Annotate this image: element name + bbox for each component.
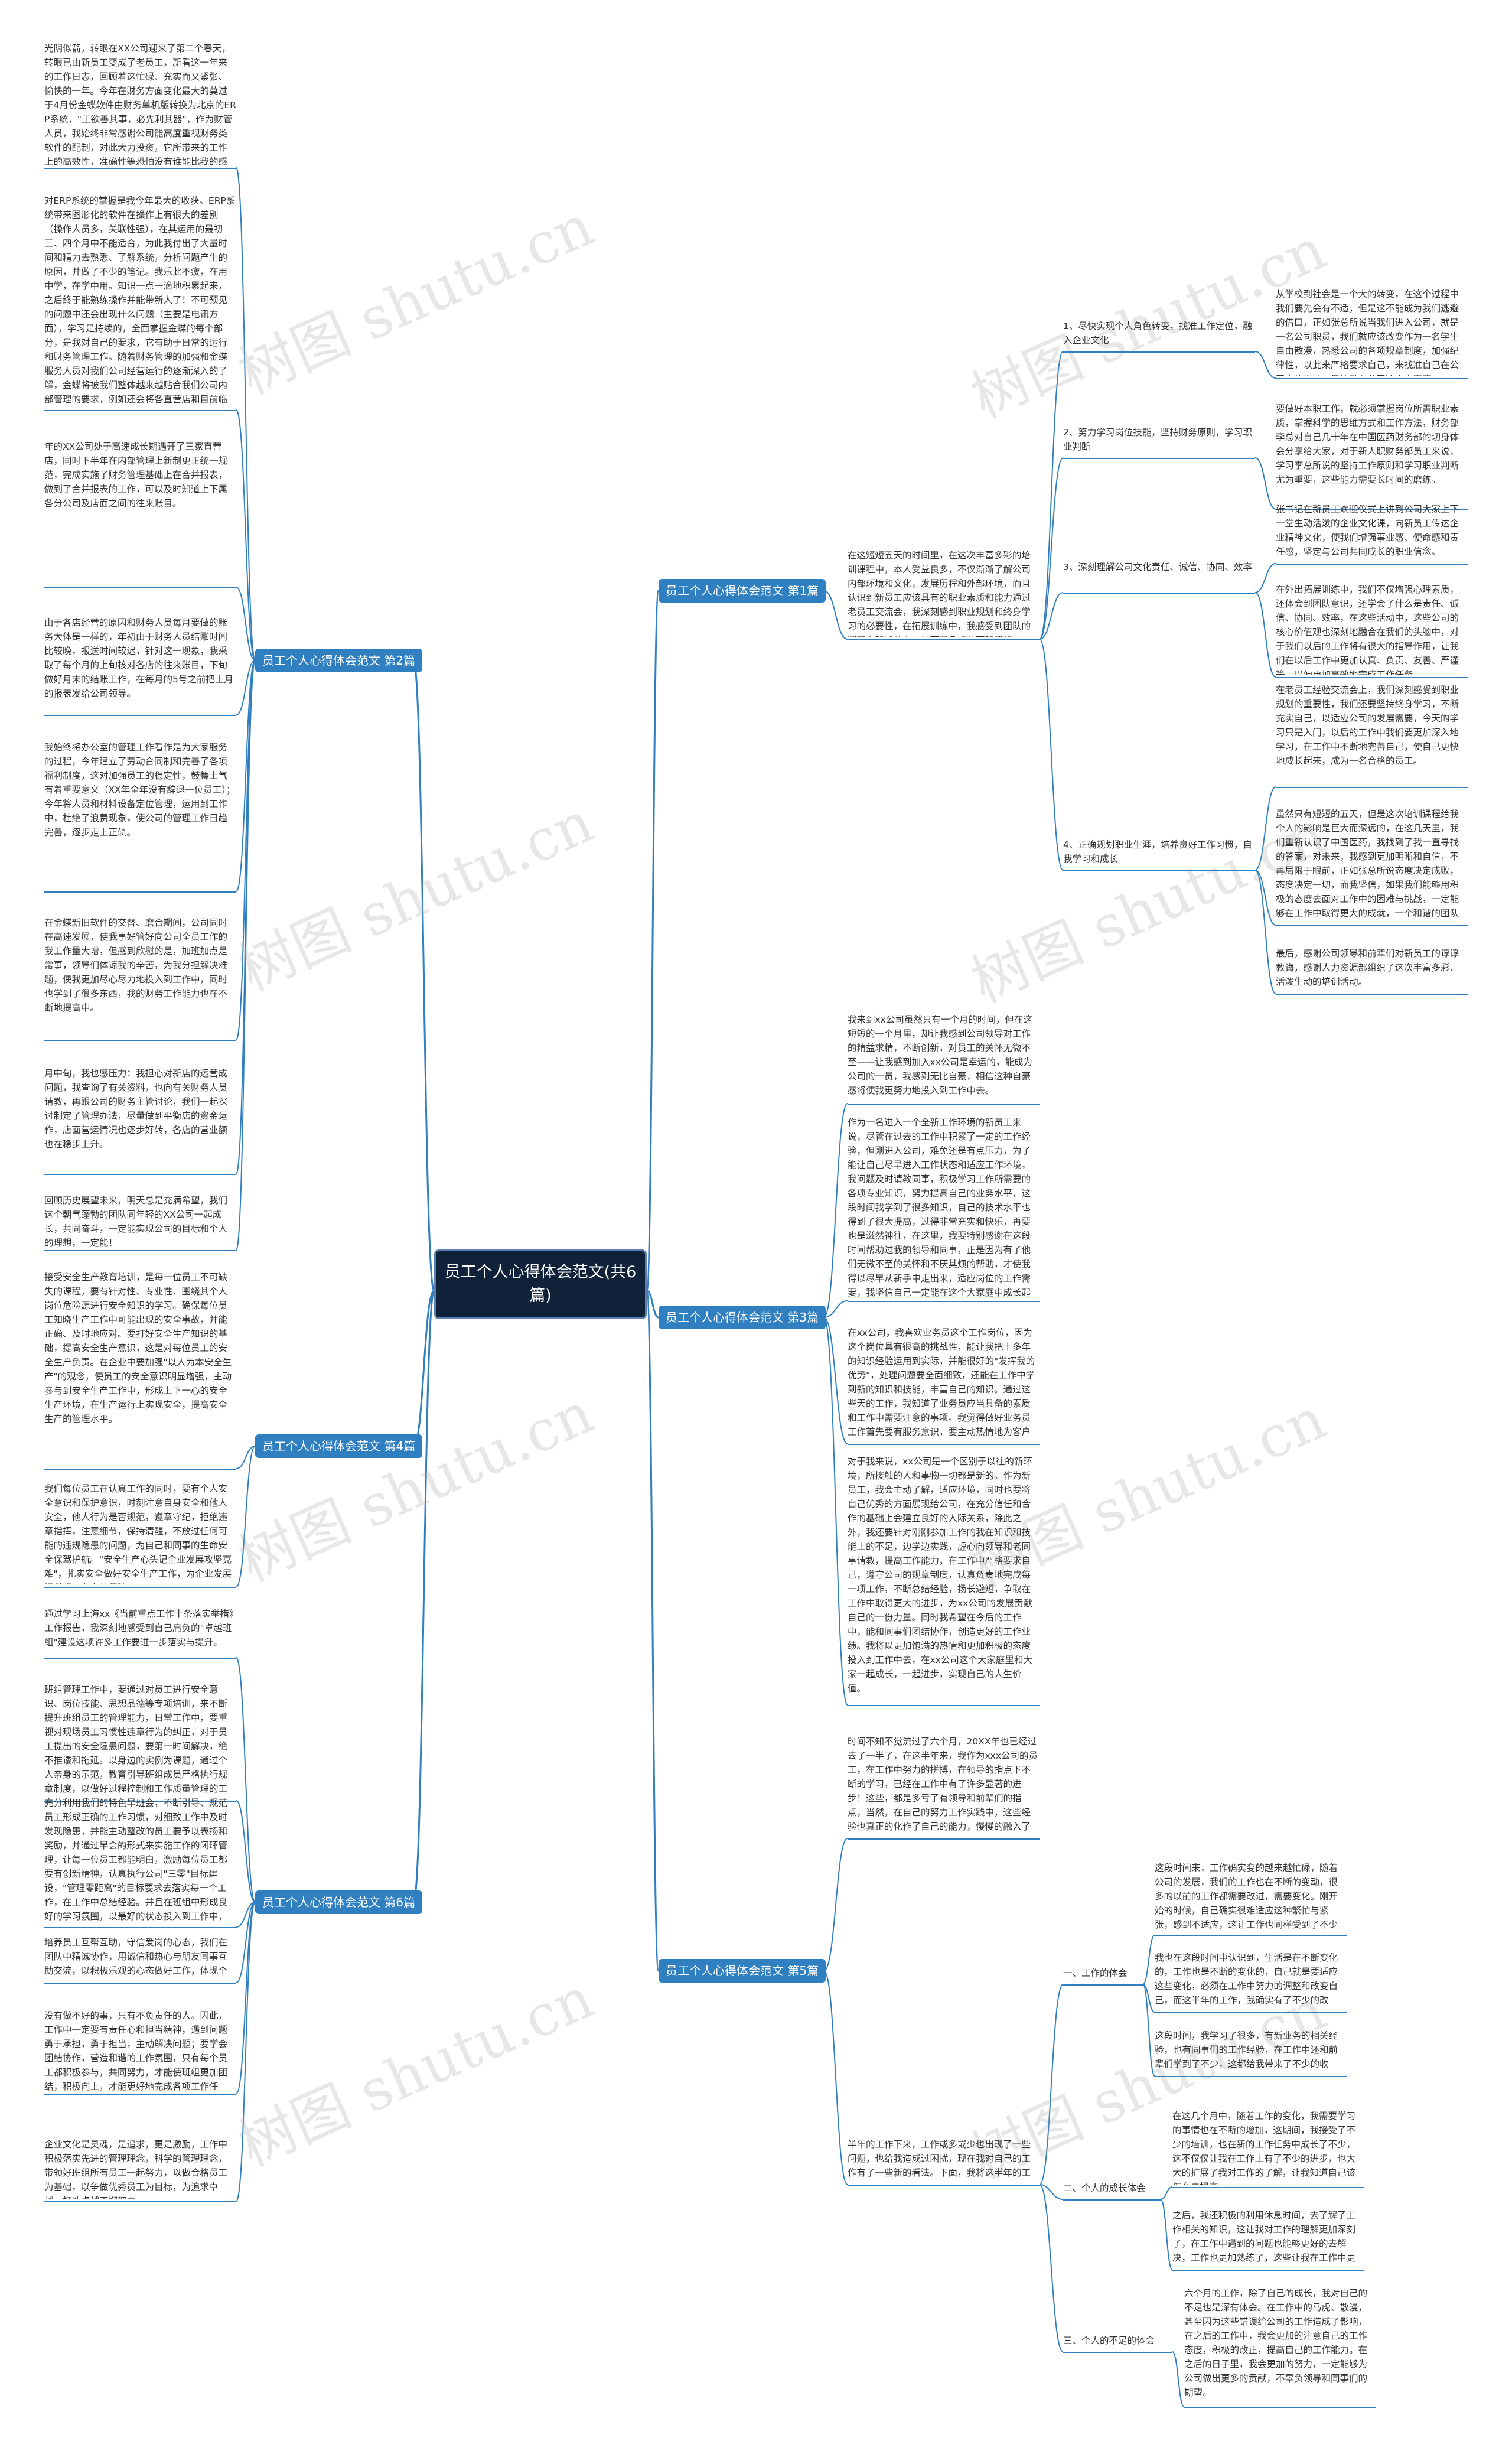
- text-node: 充分利用我们的特色早班会，不断引导、规范员工形成正确的工作习惯，对细致工作中及时…: [44, 1798, 228, 1922]
- root-topic[interactable]: 员工个人心得体会范文(共6篇): [434, 1249, 647, 1319]
- connector-line: [236, 1800, 256, 1903]
- connector-line: [1039, 2184, 1064, 2200]
- text-node: 由于各店经营的原因和财务人员每月要做的账务大体是一样的，年初由于财务人员结账时间…: [44, 617, 233, 699]
- connector-line: [236, 1902, 256, 1928]
- connector-line: [1039, 639, 1064, 871]
- connector-line: [412, 659, 435, 1292]
- connector-line: [1254, 870, 1276, 994]
- connector-line: [236, 167, 256, 661]
- text-node: 在老员工经验交流会上，我们深刻感受到职业规划的重要性，我们还要坚持终身学习，不断…: [1276, 685, 1459, 766]
- connector-line: [236, 1902, 256, 1983]
- connector-line: [1039, 457, 1064, 640]
- connector-line: [412, 1290, 435, 1903]
- text-node: 在这短短五天的时间里，在这次丰富多彩的培训课程中，本人受益良多，不仅渐渐了解公司…: [848, 550, 1031, 637]
- text-node: 月中旬，我也感压力：我担心对新店的运营成问题，我查询了有关资料，也向有关财务人员…: [44, 1068, 228, 1150]
- connector-line: [1142, 1984, 1155, 2013]
- connector-line: [1254, 351, 1276, 379]
- branch-topic-1[interactable]: 员工个人心得体会范文 第1篇: [659, 579, 826, 603]
- connector-line: [1254, 870, 1276, 926]
- text-node: 在xx公司，我喜欢业务员这个工作岗位，因为这个岗位具有很高的挑战性，能让我把十多…: [848, 1327, 1035, 1441]
- connector-line: [236, 587, 256, 661]
- connector-line: [823, 590, 848, 640]
- connector-line: [1039, 351, 1064, 640]
- connector-line: [1160, 2186, 1173, 2200]
- connector-line: [1142, 1984, 1155, 2077]
- connector-line: [1160, 2199, 1173, 2270]
- text-node: 没有做不好的事，只有不负责任的人。因此，工作中一定要有责任心和担当精神，遇到问题…: [44, 2010, 228, 2091]
- text-node: 我来到xx公司虽然只有一个月的时间，但在这短短的一个月里，却让我感到公司领导对工…: [848, 1014, 1032, 1096]
- connector-line: [236, 660, 256, 892]
- connector-line: [646, 1290, 659, 1319]
- text-node: 虽然只有短短的五天，但是这次培训课程给我个人的影响是巨大而深远的，在这几天里，我…: [1276, 809, 1459, 923]
- text-node: 我也在这段时间中认识到，生活是在不断变化的，工作也是不断的变化的，自己就是要适应…: [1155, 1952, 1338, 2010]
- text-node: 作为一名进入一个全新工作环境的新员工来说，尽管在过去的工作中积累了一定的工作经验…: [848, 1117, 1031, 1298]
- connector-line: [823, 1103, 848, 1318]
- branch-topic-2[interactable]: 员工个人心得体会范文 第2篇: [255, 649, 423, 672]
- text-node: 我们每位员工在认真工作的同时，要有个人安全意识和保护意识，时刻注意自身安全和他人…: [44, 1483, 232, 1584]
- text-node: 企业文化是灵魂，是追求，更是激励，工作中积极落实先进的管理理念，科学的管理理念，…: [44, 2139, 228, 2199]
- branch-topic-6[interactable]: 员工个人心得体会范文 第6篇: [255, 1890, 423, 1914]
- branch-topic-4[interactable]: 员工个人心得体会范文 第4篇: [255, 1434, 423, 1458]
- connector-line: [236, 409, 256, 661]
- text-node: 要做好本职工作，就必须掌握岗位所需职业素质，掌握科学的思维方式和工作方法，财务部…: [1276, 403, 1459, 485]
- connector-line: [1254, 563, 1276, 593]
- text-node: 六个月的工作，除了自己的成长，我对自己的不足也是深有体会。在工作中的马虎、散漫，…: [1184, 2288, 1368, 2398]
- text-node: 光阴似箭，转眼在XX公司迎来了第二个春天，转眼已由新员工变成了老员工，新看这一年…: [44, 43, 236, 165]
- connector-line: [1039, 592, 1064, 640]
- point-node[interactable]: 二、个人的成长体会: [1063, 2183, 1146, 2193]
- connector-line: [823, 1317, 848, 1444]
- point-node[interactable]: 4、正确规划职业生涯，培养良好工作习惯，自我学习和成长: [1063, 839, 1252, 864]
- text-node: 在金蝶新旧软件的交替、磨合期间，公司同时在高速发展，使我事好管好向公司全员工作的…: [44, 917, 228, 1013]
- text-node: 时间不知不觉流过了六个月，20XX年也已经过去了一半了，在这半年来，我作为xxx…: [848, 1736, 1038, 1836]
- connector-line: [823, 1317, 848, 1706]
- text-node: 对ERP系统的掌握是我今年最大的收获。ERP系统带来图形化的软件在操作上有很大的…: [44, 196, 236, 405]
- text-node: 接受安全生产教育培训，是每一位员工不可缺失的课程，要有针对性、专业性、围绕其个人…: [44, 1272, 232, 1424]
- connector-line: [236, 660, 256, 1174]
- connector-line: [646, 590, 660, 1292]
- point-node[interactable]: 1、尽快实现个人角色转变，找准工作定位，融入企业文化: [1063, 321, 1252, 346]
- point-node[interactable]: 2、努力学习岗位技能，坚持财务原则，学习职业判断: [1063, 427, 1252, 452]
- connector-line: [646, 1290, 660, 1972]
- text-node: 我始终将办公室的管理工作看作是为大家服务的过程，今年建立了劳动合同制和完善了各项…: [44, 742, 236, 838]
- connector-line: [823, 1300, 848, 1318]
- text-node: 对于我来说，xx公司是一个区别于以往的新环境，所接触的人和事物一切都是新的。作为…: [848, 1456, 1032, 1694]
- connector-line: [1254, 786, 1276, 871]
- text-node: 班组管理工作中，要通过对员工进行安全意识、岗位技能、思想品德等专项培训，来不断提…: [44, 1684, 228, 1798]
- connector-line: [1254, 592, 1276, 678]
- connector-line: [1254, 457, 1276, 510]
- text-node: 在这几个月中，随着工作的变化，我需要学习的事情也在不断的增加，这期间，我接受了不…: [1172, 2111, 1356, 2185]
- point-node[interactable]: 3、深刻理解公司文化责任、诚信、协同、效率: [1063, 562, 1252, 572]
- connector-line: [236, 1902, 256, 2094]
- branch-topic-5[interactable]: 员工个人心得体会范文 第5篇: [659, 1959, 826, 1983]
- connector-line: [236, 1446, 256, 1587]
- connector-line: [1142, 1935, 1155, 1985]
- text-node: 张书记在新员工欢迎仪式上讲到公司大家上下一堂生动活泼的企业文化课，向新员工传达企…: [1276, 504, 1459, 557]
- connector-line: [236, 660, 256, 1251]
- text-node: 这段时间，我学习了很多，有新业务的相关经验，也有同事们的工作经验，在工作中还和前…: [1155, 2030, 1338, 2074]
- point-node[interactable]: 三、个人的不足的体会: [1063, 2335, 1155, 2346]
- connector-line: [236, 1657, 256, 1903]
- branch-topic-3[interactable]: 员工个人心得体会范文 第3篇: [659, 1306, 826, 1329]
- connector-line: [236, 660, 256, 715]
- connector-line: [1039, 1984, 1064, 2185]
- text-node: 通过学习上海xx《当前重点工作十条落实举措》工作报告，我深刻地感受到自己肩负的"…: [44, 1609, 234, 1648]
- connector-line: [236, 1446, 256, 1469]
- text-node: 培养员工互帮互助，守信爱岗的心态，我们在团队中精诚协作，用诚信和热心与朋友同事互…: [44, 1937, 228, 1980]
- text-node: 在外出拓展训练中，我们不仅增强心理素质，还体会到团队意识，还学会了什么是责任、诚…: [1276, 584, 1459, 675]
- text-node: 半年的工作下来，工作或多或少也出现了一些问题，也给我造成过困扰，现在我对自己的工…: [848, 2139, 1031, 2182]
- point-node[interactable]: 一、工作的体会: [1063, 1968, 1128, 1978]
- connector-line: [1039, 2184, 1064, 2352]
- connector-line: [236, 1902, 256, 2202]
- connector-line: [823, 1838, 848, 1971]
- text-node: 从学校到社会是一个大的转变，在这个过程中我们要先会有不适，但是这不能成为我们逃避…: [1276, 289, 1459, 376]
- text-node: 回顾历史展望未来，明天总是充满希望，我们这个朝气蓬勃的团队同年轻的XX公司一起成…: [44, 1195, 228, 1248]
- text-node: 年的XX公司处于高速成长期遇开了三家直营店，同时下半年在内部管理上新制更正统一规…: [44, 441, 228, 509]
- connector-line: [823, 1970, 848, 2185]
- text-node: 最后，感谢公司领导和前辈们对新员工的谆谆教诲，感谢人力资源部组织了这次丰富多彩、…: [1276, 948, 1459, 987]
- text-node: 之后，我还积极的利用休息时间，去了解了工作相关的知识，这让我对工作的理解更加深刻…: [1172, 2210, 1356, 2267]
- connector-line: [1172, 2351, 1185, 2407]
- text-node: 这段时间来，工作确实变的越来越忙碌，随着公司的发展，我们的工作也在不断的变动，很…: [1155, 1863, 1338, 1930]
